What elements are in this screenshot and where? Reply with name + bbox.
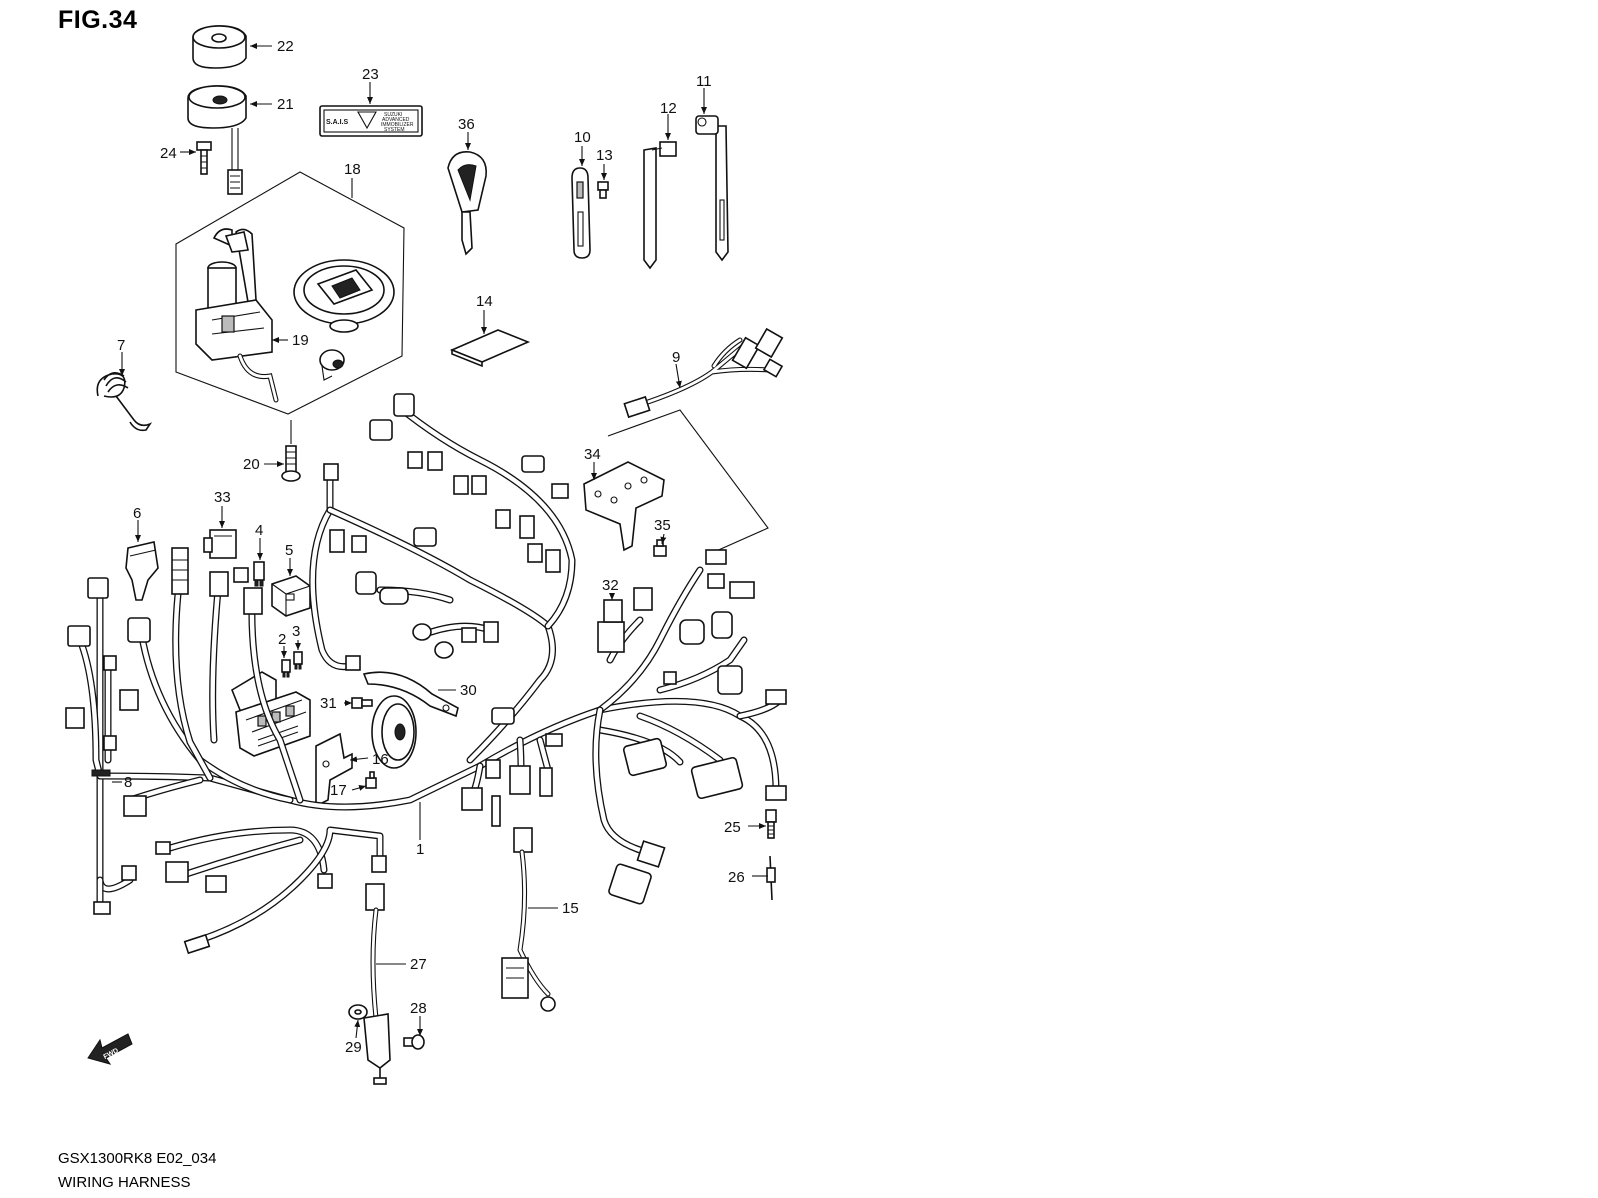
bolt-31: [351, 697, 373, 709]
ignition-switch-19: [195, 228, 279, 403]
callout-4: 4: [255, 522, 263, 539]
sub-harness-9: [623, 327, 784, 419]
callout-33: 33: [214, 489, 231, 506]
callout-12: 12: [660, 100, 677, 117]
horn-30: [362, 671, 459, 769]
callout-26: 26: [728, 869, 745, 886]
callout-18: 18: [344, 161, 361, 178]
sub-harness-15: [501, 827, 556, 1012]
callout-29: 29: [345, 1039, 362, 1056]
bolt-35: [653, 539, 667, 557]
callout-11: 11: [696, 73, 712, 90]
bolt-20: [281, 445, 301, 482]
callout-31: 31: [320, 695, 337, 712]
callout-32: 32: [602, 577, 619, 594]
bolt-28: [403, 1034, 425, 1050]
callout-15: 15: [562, 900, 579, 917]
bolt-24: [196, 141, 212, 175]
sensor-25: [765, 809, 777, 839]
bracket-34: [583, 461, 665, 552]
callout-30: 30: [460, 682, 477, 699]
callout-1: 1: [416, 841, 424, 858]
bolt-13: [597, 181, 609, 199]
callout-10: 10: [574, 129, 591, 146]
callout-27: 27: [410, 956, 427, 973]
forward-arrow-icon: FWD: [87, 1033, 133, 1065]
switch-27: [363, 883, 391, 1085]
fuse-3: [293, 651, 303, 670]
callout-14: 14: [476, 293, 493, 310]
callout-21: 21: [277, 96, 294, 113]
relay-5: [271, 575, 311, 617]
callout-3: 3: [292, 623, 300, 640]
decal-line-1: SUZUKI: [384, 112, 402, 118]
cushion-pad-14: [449, 329, 531, 368]
immobilizer-decal-23: S.A.I.S SUZUKI ADVANCED IMMOBILIZER SYST…: [319, 105, 423, 137]
callout-9: 9: [672, 349, 680, 366]
callout-28: 28: [410, 1000, 427, 1017]
fuel-cap: [293, 259, 395, 333]
callout-16: 16: [372, 751, 389, 768]
callout-20: 20: [243, 456, 260, 473]
fuse-2: [281, 659, 291, 678]
bolt-17: [365, 771, 377, 789]
callout-8: 8: [124, 774, 132, 791]
clamp-10: [571, 167, 591, 259]
model-code: GSX1300RK8 E02_034: [58, 1150, 217, 1167]
ignition-cover-21: [187, 85, 247, 195]
pin-26: [766, 855, 776, 901]
callout-23: 23: [362, 66, 379, 83]
callout-36: 36: [458, 116, 475, 133]
relay-33: [203, 529, 237, 559]
callout-19: 19: [292, 332, 309, 349]
callout-numbers: 22 21 24 23 36 10 13 12 11 18 14 7 19 9 …: [117, 38, 745, 1056]
clamp-8: [91, 769, 111, 777]
callout-5: 5: [285, 542, 293, 559]
callout-24: 24: [160, 145, 177, 162]
harness-connectors: [65, 393, 787, 955]
callout-35: 35: [654, 517, 671, 534]
callout-6: 6: [133, 505, 141, 522]
ignition-cover-22: [192, 25, 247, 69]
harness-9-bracket-line: [607, 409, 769, 553]
relay-6: [125, 541, 159, 601]
decal-line-4: SYSTEM: [384, 127, 405, 133]
callout-22: 22: [277, 38, 294, 55]
cable-tie-11: [695, 115, 729, 262]
callout-34: 34: [584, 446, 601, 463]
ignition-key-36: [447, 151, 487, 256]
cable-tie-12: [643, 141, 677, 270]
spring-7: [96, 372, 153, 432]
leader-lines: [112, 43, 768, 1039]
decal-emblem: S.A.I.S: [326, 119, 349, 126]
connector-32: [603, 599, 623, 623]
callout-25: 25: [724, 819, 741, 836]
callout-7: 7: [117, 337, 125, 354]
fuse-4: [253, 561, 265, 587]
decal-line-2: ADVANCED: [382, 117, 410, 123]
callout-2: 2: [278, 631, 286, 648]
seat-lock: [319, 349, 345, 381]
lock-set-18-frame: [175, 171, 405, 415]
decal-line-3: IMMOBILIZER: [381, 122, 414, 128]
figure-title: FIG.34: [58, 6, 138, 34]
diagram-subtitle: WIRING HARNESS: [58, 1174, 191, 1191]
callout-13: 13: [596, 147, 613, 164]
washer-29: [348, 1004, 368, 1020]
callout-17: 17: [330, 782, 347, 799]
